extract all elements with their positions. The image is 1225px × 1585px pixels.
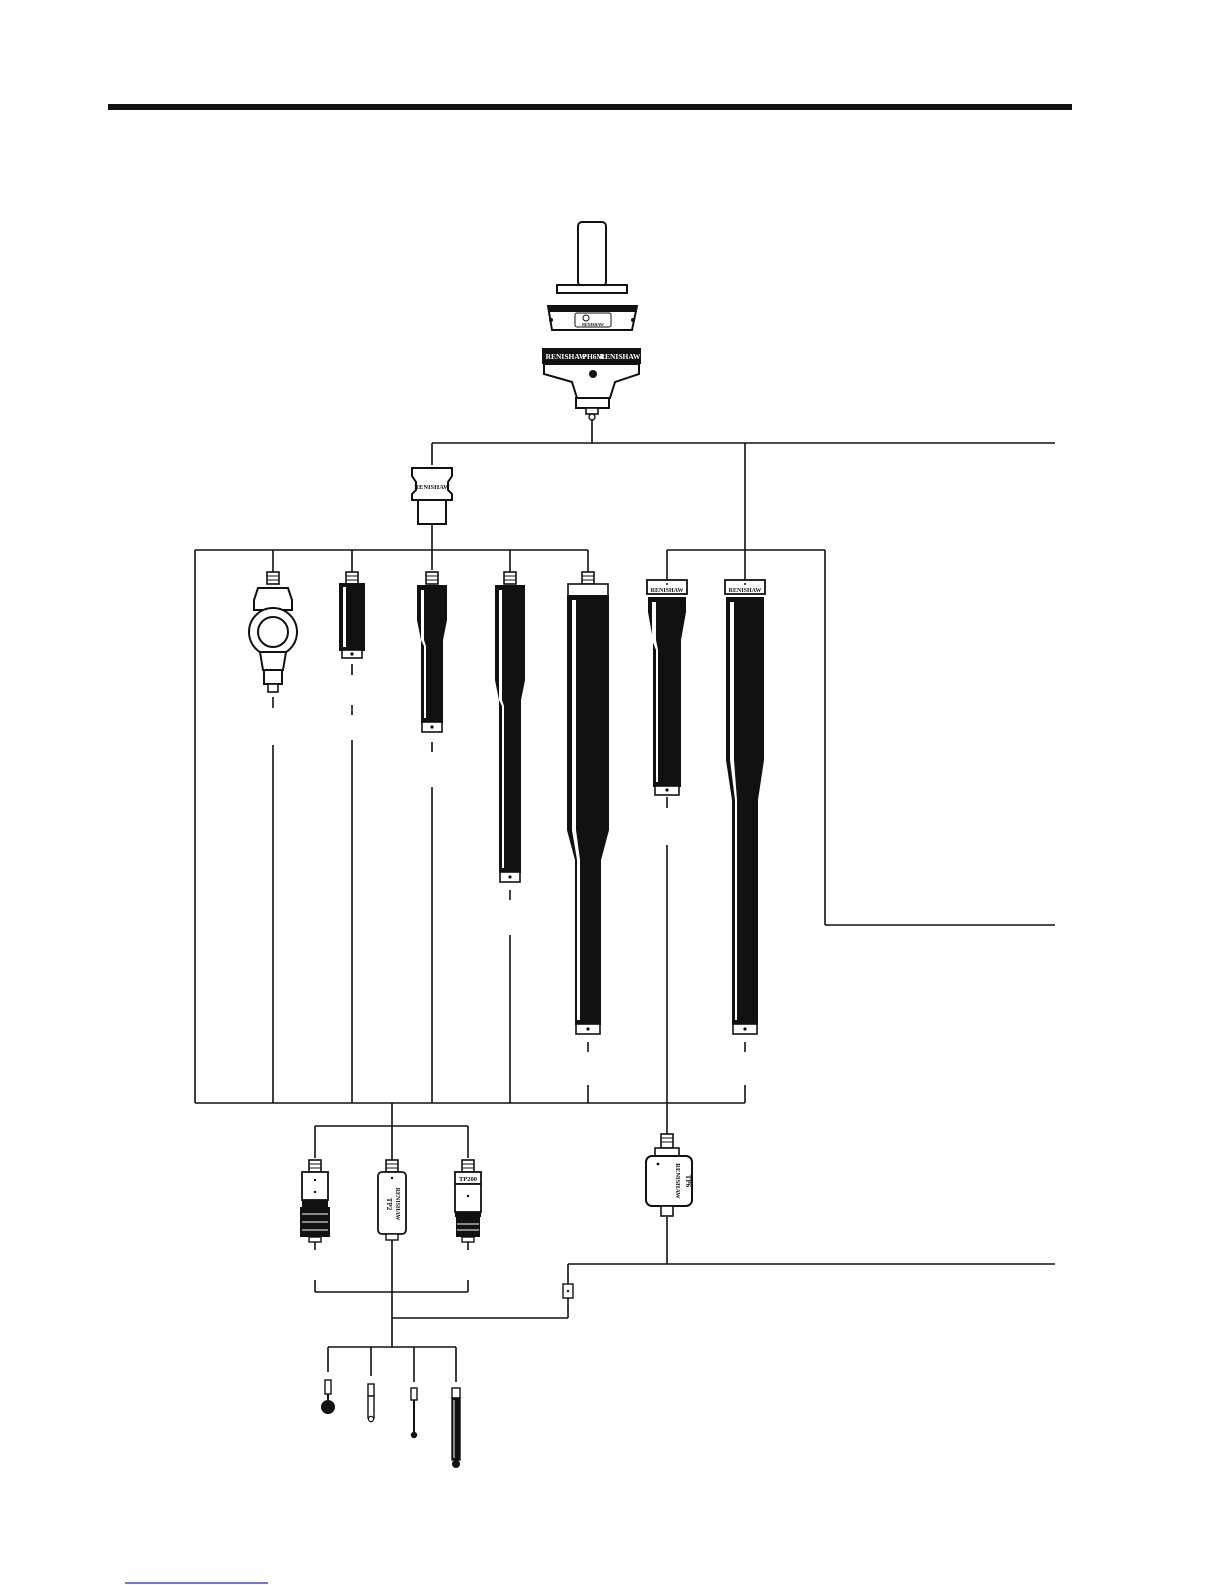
tp6-brand: RENISHAW — [674, 1163, 681, 1199]
stylus-icon — [452, 1388, 460, 1468]
extension-bar-icon: RENISHAW — [647, 580, 687, 795]
head-brand-left: RENISHAW — [546, 352, 587, 361]
stylus-icon — [321, 1380, 335, 1414]
header-rule — [108, 104, 1072, 110]
head-brand-right: RENISHAW — [600, 352, 641, 361]
tp2-brand: RENISHAW — [394, 1188, 400, 1221]
extension-bar-icon — [340, 572, 364, 658]
adaptor-icon: RENISHAW — [412, 468, 452, 524]
extension-bar-icon — [496, 572, 524, 882]
probe-module-icon: RENISHAW TP6 — [646, 1134, 692, 1216]
long-extension-brand-1: RENISHAW — [651, 588, 684, 594]
probe-module-icon — [300, 1160, 330, 1242]
tp200-label: TP200 — [459, 1176, 477, 1183]
stylus-icon — [368, 1384, 374, 1422]
probe-module-icon: TP200 — [455, 1160, 481, 1242]
probe-module-icon: TP2 RENISHAW — [378, 1160, 406, 1240]
knuckle-icon — [249, 572, 297, 692]
autojoint-coupling-icon: RENISHAW — [548, 306, 637, 330]
coupling-brand: RENISHAW — [582, 322, 604, 327]
connector-lines — [195, 420, 1055, 1382]
extension-bar-icon: RENISHAW — [725, 580, 765, 1034]
shank-icon — [578, 222, 606, 286]
stylus-icon — [411, 1388, 417, 1438]
tp6-label: TP6 — [684, 1175, 692, 1188]
tp2-label: TP2 — [385, 1198, 393, 1211]
adaptor-brand: RENISHAW — [414, 484, 450, 491]
probe-head-icon: RENISHAW RENISHAW PH6M RENISHAW — [542, 222, 641, 420]
extension-bar-icon — [568, 572, 608, 1034]
long-extension-brand-2: RENISHAW — [729, 588, 762, 594]
extension-bar-icon — [418, 572, 446, 732]
